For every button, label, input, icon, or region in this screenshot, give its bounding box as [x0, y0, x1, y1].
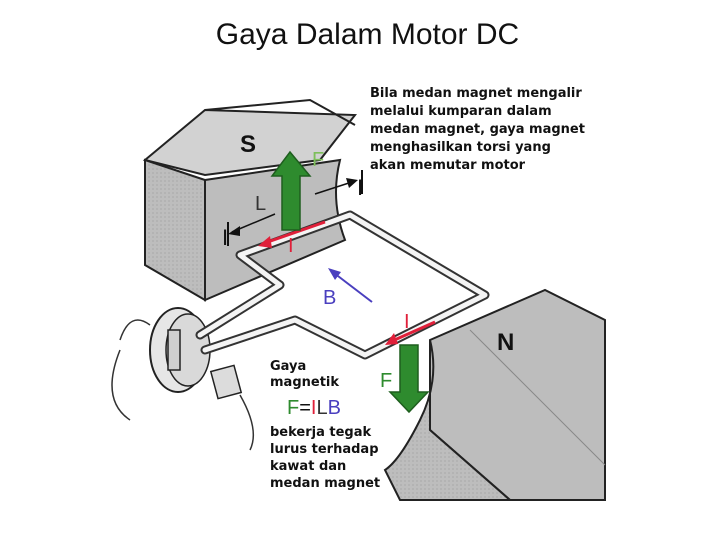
note-left-body-line: medan magnet — [270, 476, 380, 491]
note-left-body-line: bekerja tegak — [270, 425, 372, 440]
current-arrows — [258, 220, 436, 345]
note-top-line: Bila medan magnet mengalir — [370, 86, 582, 101]
formula-l: L — [316, 397, 327, 419]
coil-loop — [195, 210, 490, 360]
note-left-header-line: magnetik — [270, 375, 339, 390]
current-bottom-label: I — [404, 311, 410, 333]
note-top-line: menghasilkan torsi yang — [370, 140, 551, 155]
note-top-line: melalui kumparan dalam — [370, 104, 552, 119]
formula: F=ILB — [287, 397, 341, 419]
note-top-line: medan magnet, gaya magnet — [370, 122, 585, 137]
page-title: Gaya Dalam Motor DC — [215, 18, 520, 51]
formula-b: B — [328, 397, 341, 419]
current-top-label: I — [288, 235, 294, 257]
force-arrow-up — [270, 150, 312, 231]
field-arrow — [328, 268, 373, 303]
note-left-header-line: Gaya — [270, 359, 306, 374]
force-top-label: F — [312, 149, 324, 171]
current-marker-left: I — [222, 225, 228, 250]
pole-s-label: S — [240, 131, 256, 158]
note-top: Bila medan magnet mengalir melalui kumpa… — [370, 86, 585, 173]
note-left: Gaya magnetik F=ILB bekerja tegak lurus … — [270, 359, 380, 491]
note-left-body-line: lurus terhadap — [270, 442, 379, 457]
formula-eq: = — [299, 397, 311, 419]
length-label: L — [255, 193, 266, 215]
formula-f: F — [287, 397, 299, 419]
commutator — [111, 307, 255, 451]
length-marker — [227, 170, 363, 246]
pole-n-label: N — [497, 329, 514, 356]
force-bottom-label: F — [380, 370, 392, 392]
formula-i: I — [311, 397, 317, 419]
n-pole-magnet — [383, 288, 606, 501]
force-arrow-down — [388, 344, 430, 414]
note-left-body-line: kawat dan — [270, 459, 346, 474]
s-pole-magnet — [142, 98, 357, 302]
current-marker-right: I — [357, 175, 363, 200]
field-label: B — [323, 287, 336, 309]
note-top-line: akan memutar motor — [370, 158, 526, 173]
